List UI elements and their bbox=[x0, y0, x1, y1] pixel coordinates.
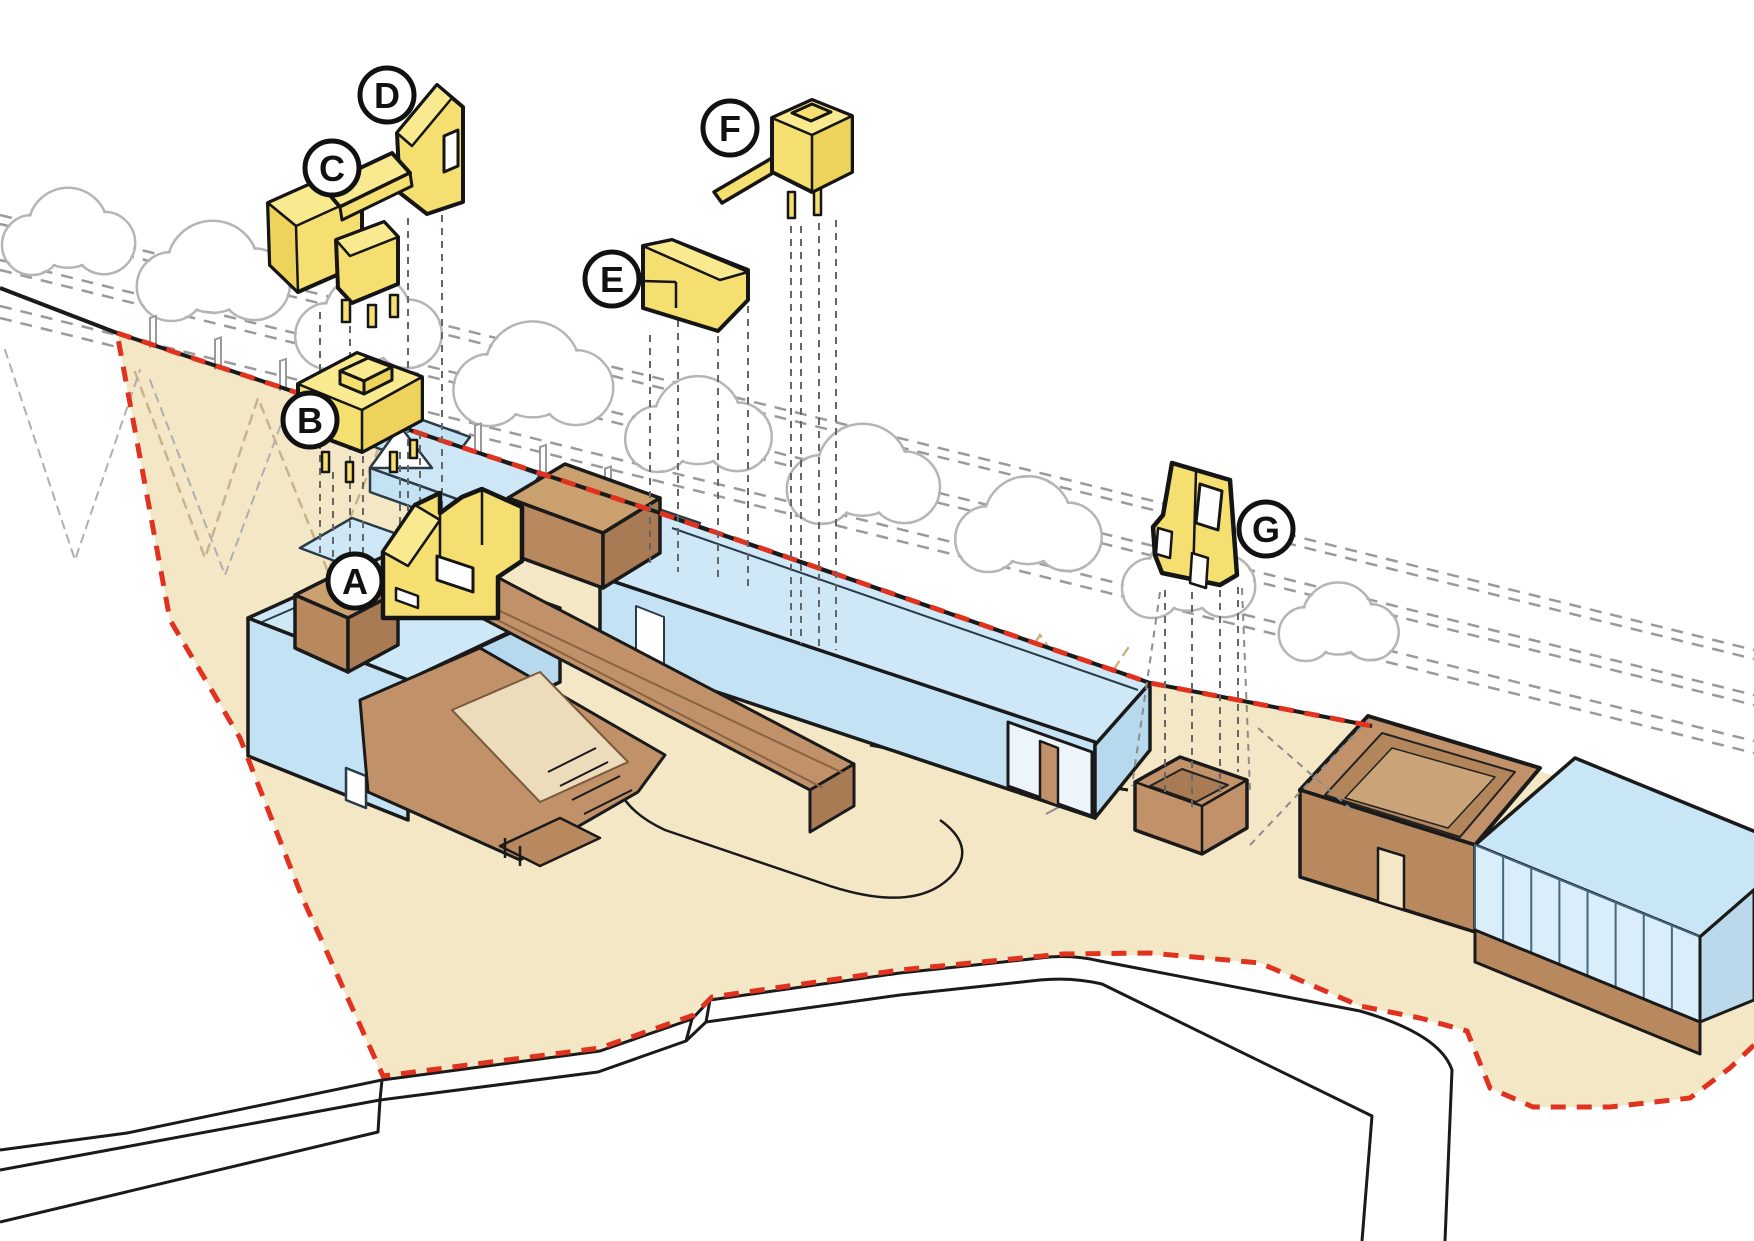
marker-e-letter: E bbox=[600, 259, 624, 300]
volume-a-window bbox=[435, 554, 475, 594]
marker-e: E bbox=[582, 249, 642, 309]
volume-e bbox=[641, 238, 750, 333]
volume-g-door bbox=[1188, 551, 1210, 590]
marker-d: D bbox=[357, 65, 417, 125]
marker-g: G bbox=[1236, 499, 1296, 559]
tree-canopy bbox=[135, 219, 292, 323]
tree-canopy bbox=[623, 374, 773, 474]
tree-canopy bbox=[785, 422, 942, 526]
volume-f-slide bbox=[712, 156, 780, 205]
volume-d bbox=[395, 83, 465, 216]
marker-b-letter: B bbox=[297, 400, 323, 441]
volume-g bbox=[1150, 460, 1240, 590]
volume-a-window-small bbox=[394, 586, 420, 610]
undercroft-pillar bbox=[1038, 739, 1060, 808]
tree-canopy bbox=[452, 320, 615, 428]
marker-c-letter: C bbox=[319, 148, 345, 189]
marker-f-letter: F bbox=[719, 108, 741, 149]
tree-canopies bbox=[0, 186, 1400, 663]
volume-g-window bbox=[1194, 482, 1224, 532]
marker-a: A bbox=[325, 551, 385, 611]
left-building-window bbox=[344, 766, 368, 810]
tree-canopy bbox=[0, 186, 137, 277]
street-curb-lines bbox=[0, 955, 1454, 1241]
marker-f: F bbox=[700, 98, 760, 158]
tree-canopy bbox=[1277, 581, 1400, 663]
long-blue-building bbox=[506, 462, 1152, 820]
walled-courtyard bbox=[1298, 714, 1542, 934]
courtyard-door-notch bbox=[1376, 846, 1406, 912]
volume-a bbox=[380, 486, 525, 621]
tree-canopy bbox=[953, 474, 1103, 574]
marker-b: B bbox=[280, 390, 340, 450]
marker-g-letter: G bbox=[1252, 509, 1280, 550]
marker-d-letter: D bbox=[374, 75, 400, 116]
volume-d-window bbox=[442, 128, 460, 174]
markers: A B C D E F G bbox=[280, 65, 1296, 611]
sunken-courtyard bbox=[358, 646, 667, 868]
marker-c: C bbox=[302, 138, 362, 198]
glazed-pavilion bbox=[1473, 756, 1754, 1056]
volume-g-window-small bbox=[1154, 526, 1174, 560]
volume-f bbox=[712, 98, 854, 220]
marker-a-letter: A bbox=[342, 561, 368, 602]
